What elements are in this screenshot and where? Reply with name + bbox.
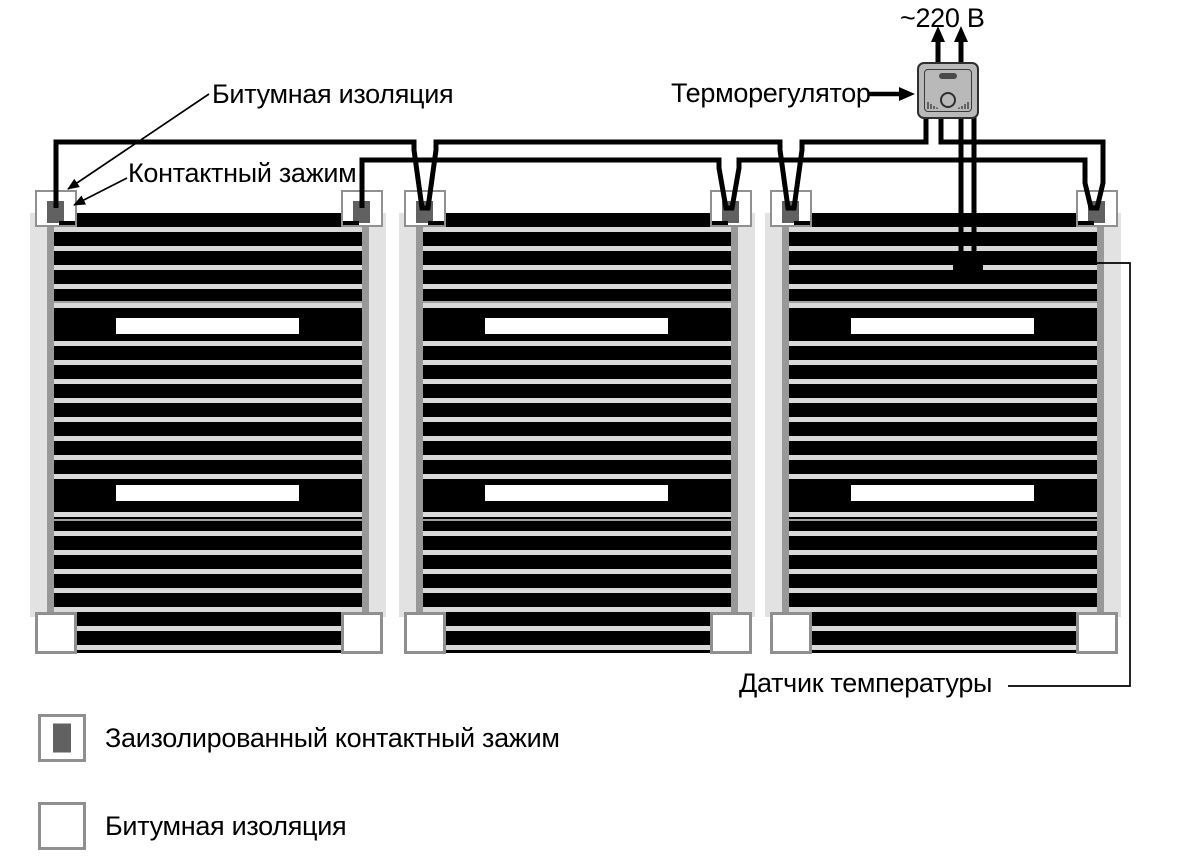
legend-label: Заизолированный контактный зажим [105, 723, 560, 753]
heating-mat-1 [30, 190, 386, 654]
bitumen-insulation-pad [35, 190, 77, 227]
heating-mat-3 [765, 190, 1121, 654]
bitumen-insulation-pad [710, 190, 752, 227]
mains-voltage-label: ~220 В [900, 3, 985, 33]
film-joint-line [423, 519, 731, 521]
film-cut-row [423, 318, 731, 334]
film-joint-line [54, 301, 362, 303]
thermostat-face [924, 69, 972, 112]
mat-left-bus-rail-inner [416, 213, 423, 617]
bitumen-insulation-callout-label: Битумная изоляция [212, 79, 454, 109]
film-edge-mark [59, 221, 75, 225]
thermostat-arrow-head [899, 87, 915, 101]
bitumen-insulation-pad-bottom [35, 612, 77, 654]
film-edge-mark [712, 221, 728, 225]
mat-right-bus-rail-inner [731, 213, 738, 617]
contact-clamp [47, 201, 64, 223]
mat-right-bus-rail [369, 213, 386, 617]
bitumen-insulation-pad-bottom [770, 612, 812, 654]
dial-scale-ticks-left [927, 102, 938, 109]
film-cut-row [54, 485, 362, 501]
cut-row-black-segment [54, 485, 116, 501]
mat-left-bus-rail [399, 213, 416, 617]
temperature-sensor-label: Датчик температуры [739, 668, 993, 698]
film-joint-line [423, 301, 731, 303]
cut-row-black-segment [299, 318, 362, 334]
cut-row-black-segment [668, 318, 731, 334]
film-joint-line [54, 519, 362, 521]
brand-logo [939, 73, 957, 79]
thermostat-label: Терморегулятор [671, 78, 871, 108]
mat-right-bus-rail [1104, 213, 1121, 617]
cut-row-black-segment [423, 485, 485, 501]
film-edge-mark [428, 221, 444, 225]
heating-film-stripes [54, 213, 362, 653]
heating-film-stripes [789, 213, 1097, 653]
contact-clamp [782, 201, 799, 223]
heating-mat-2 [399, 190, 755, 654]
film-cut-row [54, 318, 362, 334]
cut-row-black-segment [668, 485, 731, 501]
thermostat-dial [940, 92, 956, 108]
film-edge-mark [1078, 221, 1094, 225]
film-cut-row [423, 485, 731, 501]
heating-film-stripes [423, 213, 731, 653]
cut-row-black-segment [299, 485, 362, 501]
cut-row-black-segment [1034, 318, 1097, 334]
film-cut-row [789, 485, 1097, 501]
cut-row-black-segment [789, 318, 851, 334]
cut-row-black-segment [1034, 485, 1097, 501]
film-cut-row [789, 318, 1097, 334]
legend-label: Битумная изоляция [105, 811, 347, 841]
contact-clamp-callout-label: Контактный зажим [128, 158, 357, 188]
contact-clamp [1088, 201, 1105, 223]
thermostat-device [917, 62, 979, 119]
bitumen-insulation-pad [404, 190, 446, 227]
cut-row-black-segment [789, 485, 851, 501]
mat-right-bus-rail [738, 213, 755, 617]
legend-item-insulated-contact-clamp: Заизолированный контактный зажим [38, 714, 560, 762]
mat-left-bus-rail [765, 213, 782, 617]
contact-clamp [416, 201, 433, 223]
clamp-callout-leader [73, 177, 128, 206]
bitumen-insulation-symbol [38, 802, 86, 850]
contact-clamp [353, 201, 370, 223]
bitumen-insulation-pad-bottom [710, 612, 752, 654]
bitumen-insulation-pad-bottom [404, 612, 446, 654]
mat-right-bus-rail-inner [1097, 213, 1104, 617]
film-joint-line [789, 301, 1097, 303]
film-joint-line [789, 519, 1097, 521]
bitumen-insulation-pad [770, 190, 812, 227]
mat-right-bus-rail-inner [362, 213, 369, 617]
cut-row-black-segment [54, 318, 116, 334]
contact-clamp [722, 201, 739, 223]
bitumen-insulation-pad [1076, 190, 1118, 227]
film-edge-mark [794, 221, 810, 225]
mat-left-bus-rail-inner [47, 213, 54, 617]
mat-left-bus-rail-inner [782, 213, 789, 617]
film-edge-mark [343, 221, 359, 225]
cut-row-black-segment [423, 318, 485, 334]
contact-clamp-core [53, 723, 71, 753]
bitumen-insulation-pad [341, 190, 383, 227]
mat-left-bus-rail [30, 213, 47, 617]
legend-item-bitumen-insulation: Битумная изоляция [38, 802, 347, 850]
bitumen-insulation-pad-bottom [341, 612, 383, 654]
insulated-contact-clamp-symbol [38, 714, 86, 762]
dial-scale-ticks-right [958, 102, 969, 109]
bitumen-insulation-pad-bottom [1076, 612, 1118, 654]
